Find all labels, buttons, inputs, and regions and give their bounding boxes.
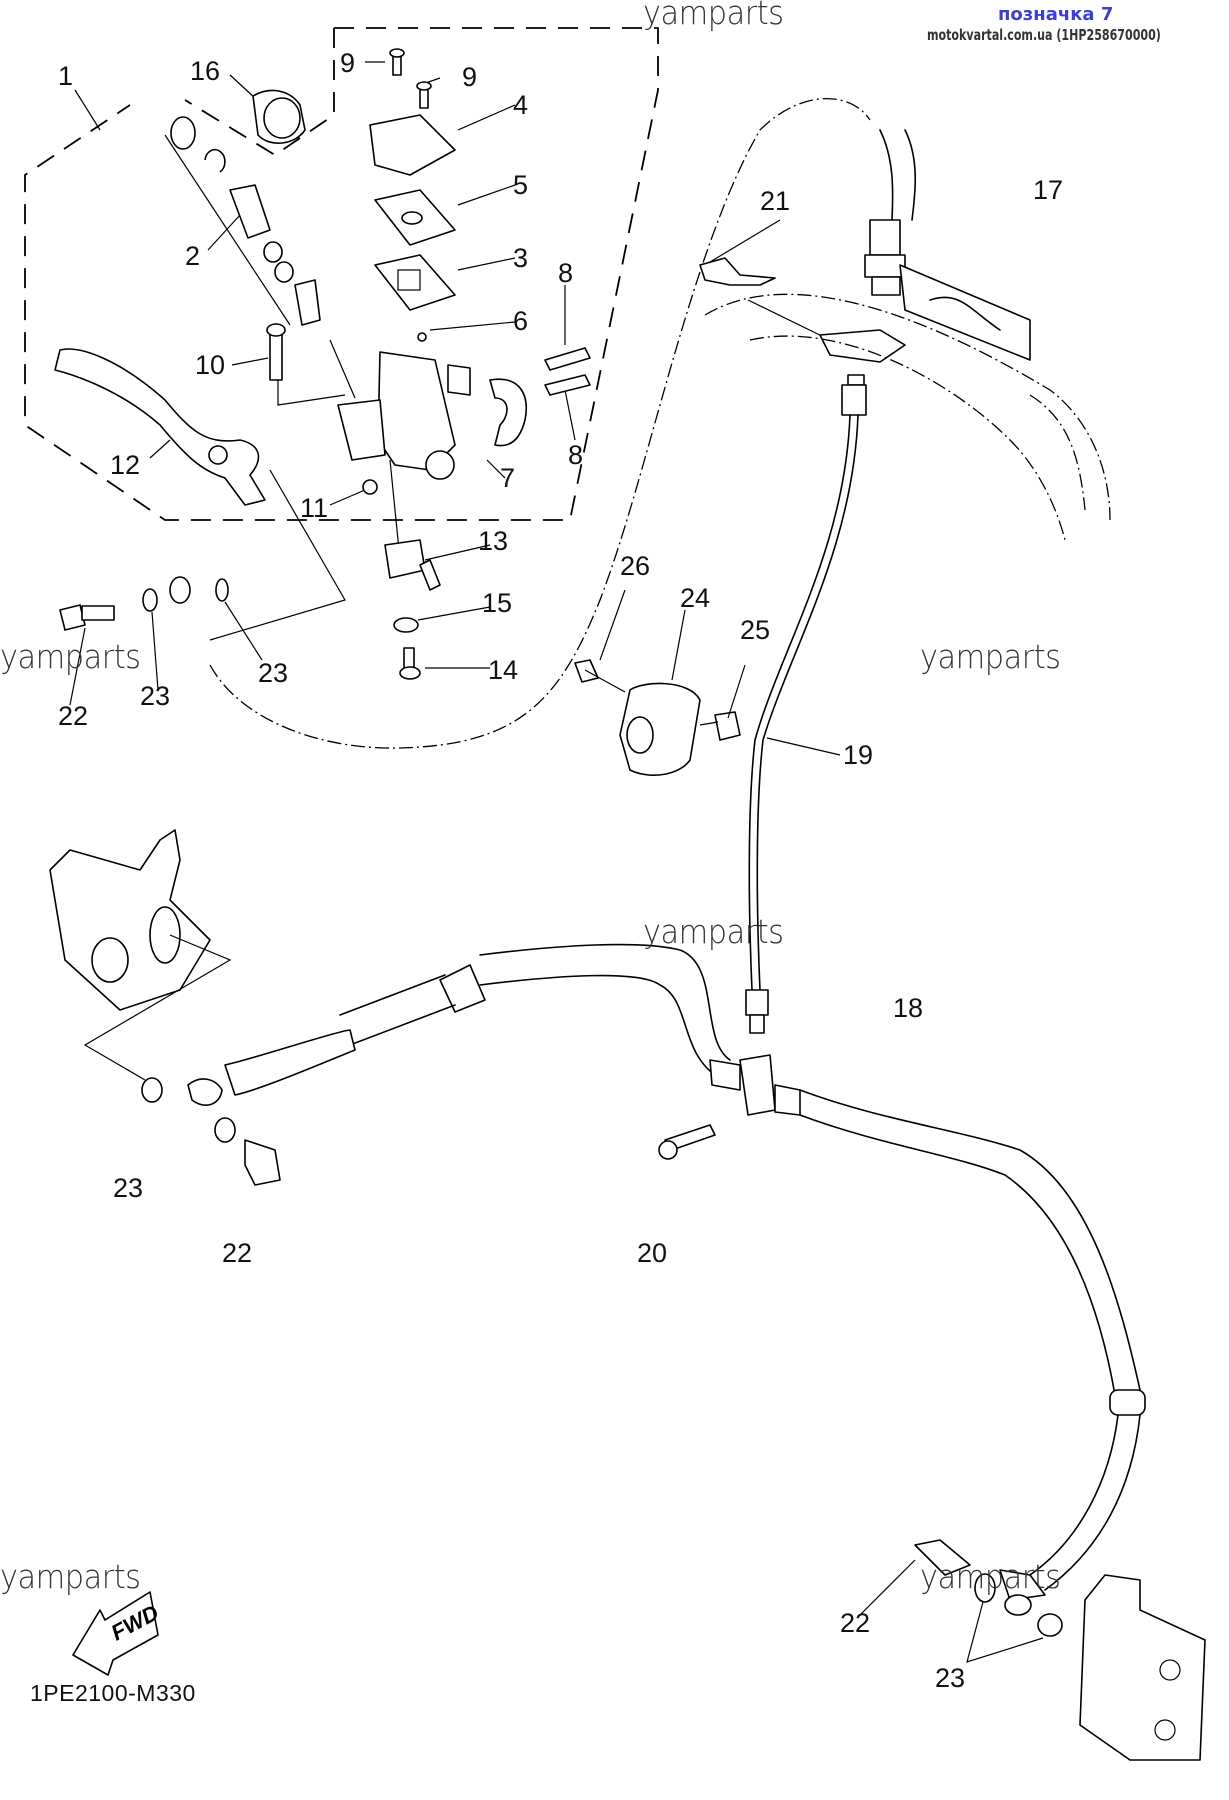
callout-6: 6 bbox=[513, 306, 529, 336]
hose-19 bbox=[745, 374, 867, 1034]
master-cylinder-body bbox=[337, 351, 471, 480]
assembly-1-boundary bbox=[24, 27, 659, 521]
hose-17-phantom-left bbox=[209, 98, 871, 749]
upper-union-hardware bbox=[59, 576, 263, 706]
watermark: yamparts bbox=[920, 1557, 1061, 1596]
watermark: yamparts bbox=[0, 637, 141, 676]
hose-18-left-section bbox=[141, 943, 731, 1186]
callout-9: 9 bbox=[462, 62, 478, 92]
callout-11: 11 bbox=[300, 493, 329, 523]
callout-16: 16 bbox=[190, 56, 221, 86]
part-6-float bbox=[417, 332, 427, 342]
part-4-cap bbox=[369, 114, 456, 176]
callout-8: 8 bbox=[568, 440, 584, 470]
part-2-piston-kit bbox=[170, 116, 321, 326]
part-7-clamp bbox=[489, 378, 527, 447]
hose-18 bbox=[799, 1089, 1146, 1601]
callout-2: 2 bbox=[185, 241, 201, 271]
callout-5: 5 bbox=[513, 170, 529, 200]
callout-25: 25 bbox=[740, 615, 771, 645]
callout-21: 21 bbox=[760, 186, 791, 216]
part-15-washer bbox=[393, 617, 419, 633]
callout-7: 7 bbox=[500, 463, 516, 493]
callout-17: 17 bbox=[1033, 175, 1064, 205]
part-8-bolts bbox=[544, 347, 591, 396]
callout-22: 22 bbox=[840, 1608, 871, 1638]
part-12-lever bbox=[54, 348, 266, 506]
source-line: motokvartal.com.ua (1HP258670000) bbox=[927, 26, 1161, 44]
callout-23: 23 bbox=[935, 1663, 966, 1693]
part-25-clip bbox=[714, 711, 741, 741]
watermark: yamparts bbox=[0, 1557, 141, 1596]
callout-9: 9 bbox=[340, 48, 356, 78]
part-24-holder bbox=[619, 682, 701, 776]
fwd-arrow-icon bbox=[72, 1591, 159, 1676]
part-3-diaphragm bbox=[374, 254, 456, 311]
part-11-nut bbox=[362, 479, 378, 495]
callout-19: 19 bbox=[843, 740, 874, 770]
callout-4: 4 bbox=[513, 90, 529, 120]
hose-17 bbox=[864, 129, 917, 296]
part-14-screw bbox=[399, 647, 421, 680]
part-10-pivot-bolt bbox=[266, 323, 286, 381]
assembly-16-boundary bbox=[184, 28, 335, 157]
callout-23: 23 bbox=[258, 658, 289, 688]
callout-18: 18 bbox=[893, 993, 924, 1023]
callout-20: 20 bbox=[637, 1238, 668, 1268]
callout-1: 1 bbox=[58, 61, 74, 91]
callout-24: 24 bbox=[680, 583, 711, 613]
part-21-clip bbox=[699, 257, 776, 286]
callout-26: 26 bbox=[620, 551, 651, 581]
watermark: yamparts bbox=[920, 637, 1061, 676]
leader-lines bbox=[74, 61, 576, 669]
part-13-switch bbox=[384, 539, 426, 579]
watermark: yamparts bbox=[643, 0, 784, 32]
callout-3: 3 bbox=[513, 243, 529, 273]
lower-right-hardware bbox=[859, 1539, 1063, 1663]
callout-23: 23 bbox=[113, 1173, 144, 1203]
part-9-screws bbox=[389, 48, 432, 109]
callout-23: 23 bbox=[140, 681, 171, 711]
watermark: yamparts bbox=[643, 912, 784, 951]
callout-14: 14 bbox=[488, 655, 519, 685]
callout-12: 12 bbox=[110, 450, 141, 480]
callout-8: 8 bbox=[558, 258, 574, 288]
diagram-code: 1PE2100-M330 bbox=[30, 1680, 196, 1706]
callout-15: 15 bbox=[482, 588, 513, 618]
callout-22: 22 bbox=[222, 1238, 253, 1268]
callout-22: 22 bbox=[58, 701, 89, 731]
callout-13: 13 bbox=[478, 526, 509, 556]
callout-10: 10 bbox=[195, 350, 226, 380]
right-caliper bbox=[1079, 1574, 1206, 1761]
part-16-boot bbox=[252, 89, 306, 144]
handlebar-bracket bbox=[704, 264, 1111, 541]
brake-tee-joint bbox=[709, 1054, 801, 1116]
caption-label: позначка 7 bbox=[998, 4, 1114, 25]
left-caliper bbox=[49, 829, 232, 1081]
